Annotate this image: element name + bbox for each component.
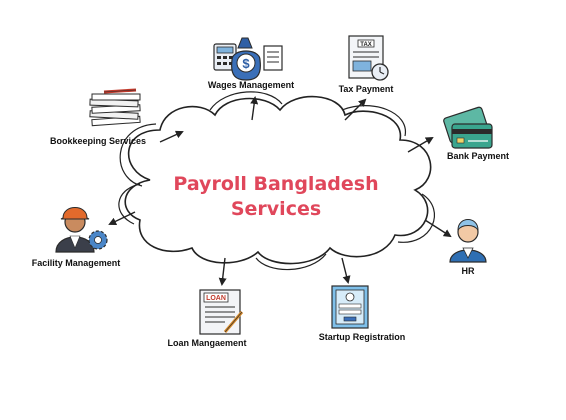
person-avatar-icon bbox=[449, 219, 487, 263]
arrow-wages bbox=[250, 96, 259, 121]
tax-form-clock-icon: TAX bbox=[348, 35, 389, 81]
central-cloud bbox=[118, 91, 436, 271]
arrow-bookkeeping bbox=[159, 130, 184, 143]
connector-arrows bbox=[108, 96, 452, 286]
label-tax-payment: Tax Payment bbox=[338, 84, 394, 94]
label-loan-management: Loan Mangaement bbox=[167, 338, 247, 348]
arrow-loan bbox=[218, 257, 227, 286]
tax-tag: TAX bbox=[360, 42, 372, 48]
loan-document-icon: LOAN bbox=[199, 289, 244, 335]
label-bank-payment: Bank Payment bbox=[446, 151, 510, 161]
arrow-tax bbox=[344, 98, 367, 121]
arrow-hr bbox=[424, 219, 452, 238]
label-bookkeeping-services: Bookkeeping Services bbox=[49, 136, 147, 146]
label-wages-management: Wages Management bbox=[207, 80, 295, 90]
diagram-title-line2: Services bbox=[230, 198, 322, 220]
label-hr: HR bbox=[461, 266, 475, 276]
diagram-title-line1: Payroll Bangladesh bbox=[173, 173, 379, 195]
engineer-gear-icon bbox=[55, 207, 108, 253]
dollar-sign: $ bbox=[242, 56, 250, 71]
loan-tag: LOAN bbox=[206, 295, 226, 302]
money-bag-calculator-icon: $ bbox=[213, 37, 283, 81]
paper-stack-pen-icon bbox=[89, 88, 141, 127]
arrow-startup bbox=[341, 257, 351, 284]
arrow-facility bbox=[108, 211, 136, 226]
registration-form-icon bbox=[331, 285, 369, 329]
bank-cards-icon bbox=[443, 106, 493, 149]
label-startup-registration: Startup Registration bbox=[318, 332, 406, 342]
arrow-bank bbox=[407, 136, 434, 153]
label-facility-management: Facility Management bbox=[31, 258, 121, 268]
